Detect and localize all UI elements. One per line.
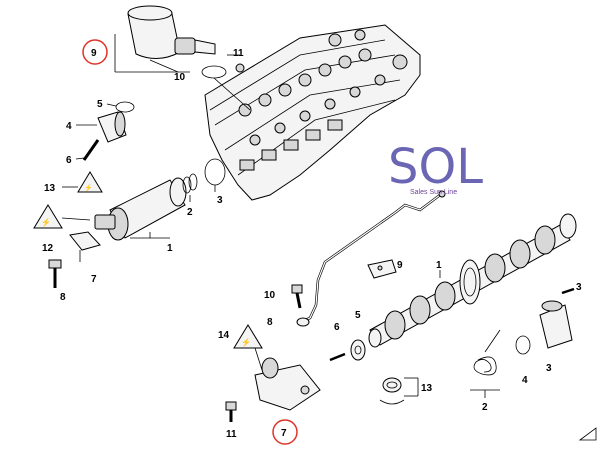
left-solenoid-group: ⚡ ⚡ xyxy=(33,101,226,288)
callout-14-mid: 14 xyxy=(218,330,230,341)
callout-3-left: 3 xyxy=(217,195,223,206)
callout-1-right: 1 xyxy=(436,260,442,271)
logo-wordmark: SOL xyxy=(388,139,483,195)
callout-1-left: 1 xyxy=(167,243,173,254)
callout-7-left: 7 xyxy=(91,274,97,285)
bottom-parts: ⚡ xyxy=(225,270,597,441)
callout-4-left: 4 xyxy=(66,121,72,132)
callout-5-mid: 5 xyxy=(355,310,361,321)
callout-6-mid: 6 xyxy=(334,322,340,333)
callout-2-left: 2 xyxy=(187,207,193,218)
oil-line xyxy=(291,190,446,327)
callout-10-mid: 10 xyxy=(264,290,276,301)
highlight-circle-9 xyxy=(82,39,108,65)
callout-11-bottom: 11 xyxy=(226,429,237,440)
sol-logo: SOL Sales Sun Line xyxy=(388,139,483,196)
highlight-circle-7 xyxy=(272,419,298,445)
cylinder-head xyxy=(204,24,421,201)
callout-13-right: 13 xyxy=(421,383,433,394)
logo-tagline: Sales Sun Line xyxy=(410,189,457,196)
callout-10-top: 10 xyxy=(174,72,186,83)
callout-11-top: 11 xyxy=(233,48,244,59)
callout-3-right: 3 xyxy=(546,363,552,374)
callout-9-mid: 9 xyxy=(397,260,403,271)
svg-text:⚡: ⚡ xyxy=(241,337,251,347)
svg-text:⚡: ⚡ xyxy=(84,183,93,192)
callout-13-left: 13 xyxy=(44,183,56,194)
callout-8-mid: 8 xyxy=(267,317,273,328)
callout-12-left: 12 xyxy=(42,243,54,254)
camshaft xyxy=(368,213,577,348)
callout-8-left: 8 xyxy=(60,292,66,303)
callout-3-right-top: 3 xyxy=(576,282,582,293)
callout-5-left: 5 xyxy=(97,99,103,110)
callout-2-right: 2 xyxy=(482,402,488,413)
callout-4-right: 4 xyxy=(522,375,528,386)
svg-text:⚡: ⚡ xyxy=(41,217,51,227)
callout-6-left: 6 xyxy=(66,155,72,166)
callout-9-top: 9 xyxy=(91,48,97,59)
callout-7-bottom: 7 xyxy=(281,428,287,439)
vanos-motor-assembly xyxy=(114,5,251,111)
